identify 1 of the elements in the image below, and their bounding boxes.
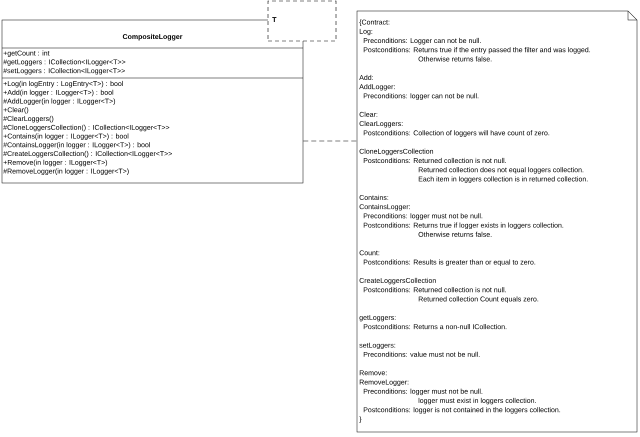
dashed-connector: [302, 140, 358, 142]
